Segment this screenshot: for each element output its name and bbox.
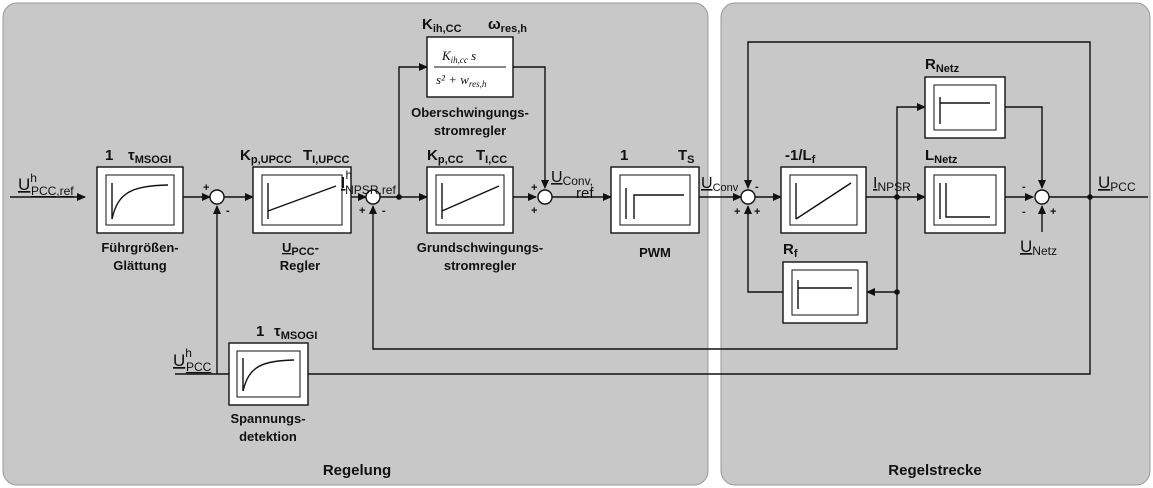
svg-text:ωres,h: ωres,h xyxy=(488,16,527,35)
svg-text:+: + xyxy=(531,205,537,217)
sum-junction-3: + + xyxy=(531,182,553,217)
sum-junction-5: - - + xyxy=(1022,181,1056,218)
svg-text:Kih,CC: Kih,CC xyxy=(422,16,462,35)
svg-text:τMSOGI: τMSOGI xyxy=(274,323,317,342)
block-rf: Rf xyxy=(782,241,868,324)
block-detect: 1 τMSOGI Spannungs- detektion xyxy=(228,323,317,444)
svg-text:+: + xyxy=(359,205,365,217)
svg-text:-1/Lf: -1/Lf xyxy=(785,147,816,166)
svg-text:1: 1 xyxy=(105,147,113,164)
svg-text:Kp,CC: Kp,CC xyxy=(427,147,464,166)
block-lf: -1/Lf xyxy=(780,147,867,234)
svg-text:UPCC-: UPCC- xyxy=(282,240,319,258)
svg-text:s² + wres,h: s² + wres,h xyxy=(436,72,487,89)
svg-text:Kp,UPCC: Kp,UPCC xyxy=(240,147,292,166)
svg-text:+: + xyxy=(754,206,760,218)
svg-text:-: - xyxy=(226,205,230,217)
signal-u-conv: UConv xyxy=(701,175,739,194)
svg-text:-: - xyxy=(382,205,386,217)
block-grund: Kp,CC TI,CC Grundschwingungs- stromregle… xyxy=(417,147,543,273)
signal-u-netz: UNetz xyxy=(1020,237,1057,258)
svg-text:+: + xyxy=(1050,206,1056,218)
block-fuehrung: 1 τMSOGI Führgrößen- Glättung xyxy=(96,147,184,273)
signal-u-pcc-out: UPCC xyxy=(1098,173,1136,194)
regelstrecke-title: Regelstrecke xyxy=(888,462,981,479)
svg-text:1: 1 xyxy=(620,147,628,164)
svg-text:Führgrößen-: Führgrößen- xyxy=(101,240,178,255)
svg-text:Oberschwingungs-: Oberschwingungs- xyxy=(411,105,529,120)
svg-text:τMSOGI: τMSOGI xyxy=(128,147,171,166)
svg-text:LNetz: LNetz xyxy=(925,147,958,166)
svg-text:Grundschwingungs-: Grundschwingungs- xyxy=(417,240,543,255)
svg-text:stromregler: stromregler xyxy=(434,123,506,138)
block-ober: Kih,cc s s² + wres,h Kih,CC ωres,h Obers… xyxy=(411,16,529,138)
signal-u-conv-ref-2: ref xyxy=(576,185,594,202)
svg-text:PWM: PWM xyxy=(639,245,671,260)
svg-text:Glättung: Glättung xyxy=(113,258,166,273)
block-upcc-regler: Kp,UPCC TI,UPCC UPCC- Regler xyxy=(240,147,352,273)
regelung-panel xyxy=(2,2,709,486)
svg-text:1: 1 xyxy=(256,323,264,340)
sum-junction-1: + - xyxy=(203,182,230,217)
regelstrecke-panel xyxy=(720,2,1151,486)
svg-text:detektion: detektion xyxy=(239,429,297,444)
svg-text:-: - xyxy=(1022,181,1026,193)
svg-text:Spannungs-: Spannungs- xyxy=(230,411,305,426)
svg-text:Regler: Regler xyxy=(280,258,320,273)
svg-text:stromregler: stromregler xyxy=(444,258,516,273)
sum-junction-4: - + + xyxy=(734,181,760,218)
svg-text:-: - xyxy=(1022,206,1026,218)
svg-text:+: + xyxy=(734,206,740,218)
svg-text:+: + xyxy=(203,182,209,194)
block-rnetz: RNetz xyxy=(924,56,1006,139)
signal-u-conv-ref: UConv, xyxy=(551,169,593,188)
junction-dots xyxy=(396,194,1093,295)
block-lnetz: LNetz xyxy=(924,147,1006,234)
block-pwm: 1 TS PWM xyxy=(610,147,700,260)
svg-text:Kih,cc s: Kih,cc s xyxy=(441,48,476,65)
svg-text:TI,CC: TI,CC xyxy=(476,147,507,166)
sum-junction-2: + - xyxy=(359,189,386,217)
svg-text:RNetz: RNetz xyxy=(925,56,960,75)
svg-text:-: - xyxy=(755,181,759,193)
svg-text:+: + xyxy=(531,182,537,194)
svg-text:TI,UPCC: TI,UPCC xyxy=(303,147,350,166)
svg-text:TS: TS xyxy=(678,147,695,166)
signal-wires xyxy=(10,41,1148,375)
regelung-title: Regelung xyxy=(323,462,391,479)
signal-i-npsr: INPSR xyxy=(873,175,911,194)
svg-text:Rf: Rf xyxy=(783,241,798,260)
